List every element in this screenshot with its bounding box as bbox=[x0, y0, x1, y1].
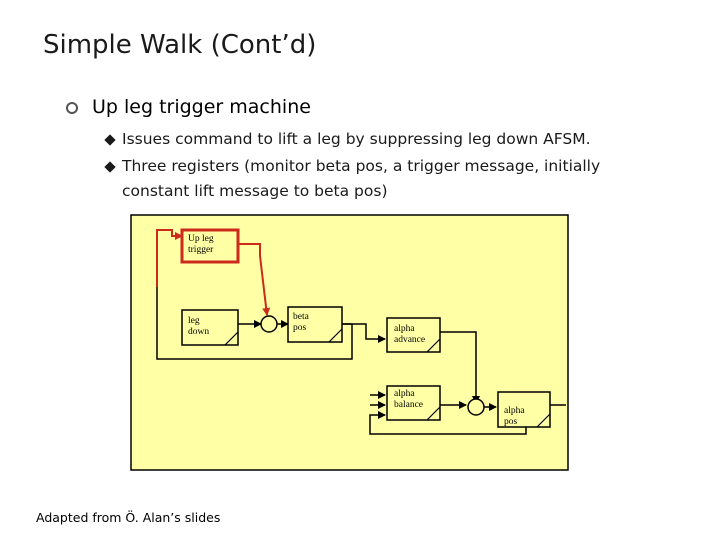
attribution-footer: Adapted from Ö. Alan’s slides bbox=[36, 510, 221, 525]
leg-down-label: leg down bbox=[188, 316, 210, 337]
beta-pos-box bbox=[287, 306, 343, 343]
diamond-bullet-icon bbox=[104, 161, 116, 173]
trigger-input-wire bbox=[156, 229, 183, 287]
beta-pos-label: beta pos bbox=[293, 312, 309, 333]
beta-pos-corner-mark bbox=[328, 328, 343, 343]
suppressor-node-1 bbox=[260, 315, 278, 333]
alpha-balance-corner-mark bbox=[426, 406, 441, 421]
alpha-advance-corner-mark bbox=[426, 338, 441, 353]
circle-bullet-icon bbox=[66, 102, 78, 114]
up-leg-trigger-box bbox=[180, 228, 240, 264]
sub-bullet-2-line-1: Three registers (monitor beta pos, a tri… bbox=[122, 157, 601, 175]
sub-bullet-2-line-2: constant lift message to beta pos) bbox=[122, 182, 388, 200]
slide-title: Simple Walk (Cont’d) bbox=[43, 30, 317, 60]
leg-down-corner-mark bbox=[224, 331, 239, 346]
sub-bullet-1: Issues command to lift a leg by suppress… bbox=[122, 130, 591, 148]
leg-down-box bbox=[181, 309, 239, 346]
alpha-pos-corner-mark bbox=[536, 413, 551, 428]
beta-to-advance-wire bbox=[342, 323, 386, 343]
afsm-diagram: Up leg trigger leg down beta pos alpha a… bbox=[130, 214, 570, 472]
alpha-advance-box bbox=[386, 317, 441, 353]
alpha-balance-label: alpha balance bbox=[394, 389, 424, 410]
alpha-pos-label: alpha pos bbox=[504, 406, 525, 427]
trigger-to-suppressor-wire bbox=[238, 243, 271, 316]
suppressor-node-2 bbox=[467, 398, 485, 416]
alpha-pos-return-wire bbox=[369, 411, 527, 435]
bullet-text: Up leg trigger machine bbox=[92, 96, 311, 118]
alpha-balance-box bbox=[386, 385, 441, 421]
advance-to-suppressor-wire bbox=[440, 331, 480, 404]
alpha-advance-label: alpha advance bbox=[394, 324, 426, 345]
diamond-bullet-icon bbox=[104, 134, 116, 146]
diagram-canvas bbox=[130, 214, 569, 471]
alpha-pos-box bbox=[497, 391, 551, 428]
up-leg-trigger-label: Up leg trigger bbox=[188, 234, 214, 255]
